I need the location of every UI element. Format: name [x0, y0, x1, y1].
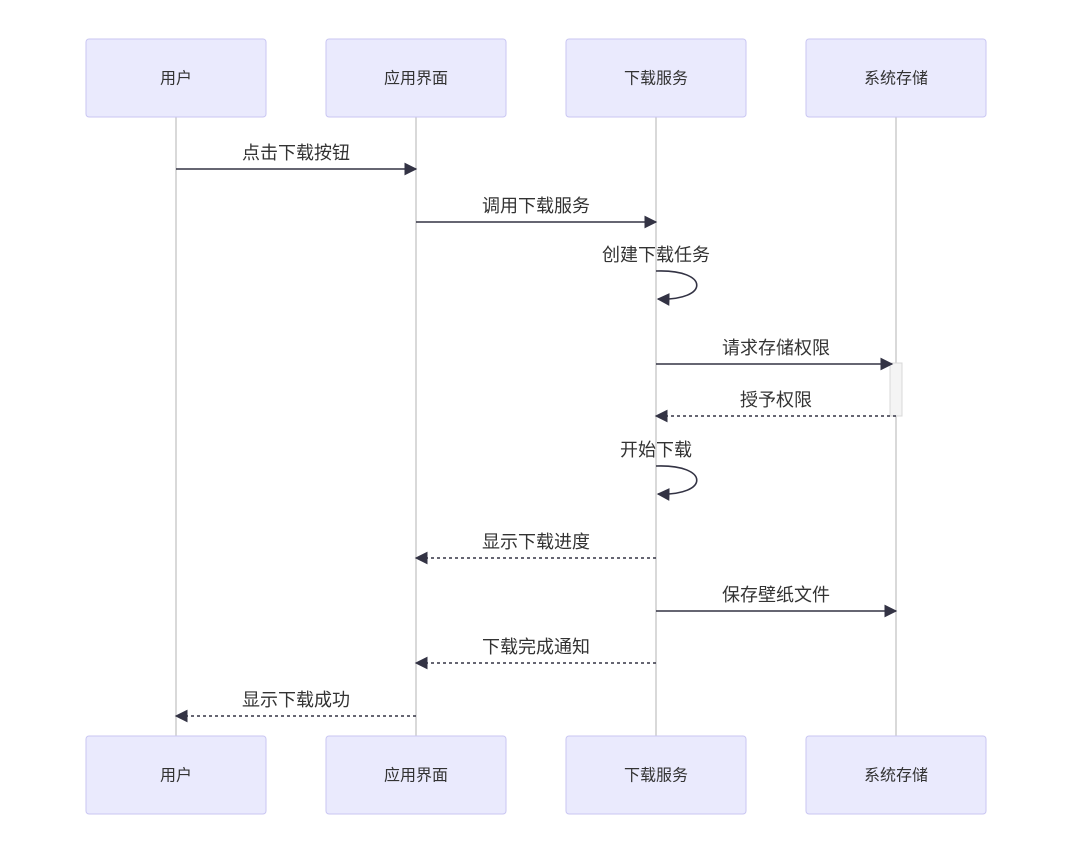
message-label: 开始下载 [620, 440, 692, 461]
message-5: 授予权限 [654, 390, 896, 423]
self-loop-arrow [655, 270, 698, 306]
actors-top: 用户 应用界面 下载服务 系统存储 [85, 38, 987, 118]
actor-box [565, 735, 747, 815]
message-label: 创建下载任务 [602, 245, 710, 266]
actor-label: 系统存储 [864, 69, 928, 88]
actor-box [85, 735, 267, 815]
actor-box [85, 38, 267, 118]
message-label: 下载完成通知 [482, 637, 590, 658]
actor-box [805, 735, 987, 815]
actors-bottom: 用户 应用界面 下载服务 系统存储 [85, 735, 987, 815]
actor-user-bottom: 用户 [85, 735, 267, 815]
actor-box [325, 38, 507, 118]
message-7: 显示下载进度 [414, 532, 656, 565]
message-label: 授予权限 [740, 390, 812, 411]
actor-storage-top: 系统存储 [805, 38, 987, 118]
actor-label: 系统存储 [864, 766, 928, 785]
actor-label: 下载服务 [624, 69, 688, 88]
actor-ui-top: 应用界面 [325, 38, 507, 118]
actor-box [565, 38, 747, 118]
actor-label: 应用界面 [384, 69, 448, 88]
message-4: 请求存储权限 [656, 338, 894, 371]
activation-bar-storage [889, 362, 903, 417]
messages: 点击下载按钮调用下载服务创建下载任务请求存储权限授予权限开始下载显示下载进度保存… [174, 143, 898, 723]
message-8: 保存壁纸文件 [656, 585, 898, 618]
message-9: 下载完成通知 [414, 637, 656, 670]
message-1: 点击下载按钮 [176, 143, 418, 176]
actor-label: 应用界面 [384, 766, 448, 785]
activation-bars [889, 362, 903, 417]
actor-label: 下载服务 [624, 766, 688, 785]
message-6: 开始下载 [620, 440, 698, 501]
self-loop-arrow [655, 465, 698, 501]
message-10: 显示下载成功 [174, 690, 416, 723]
message-3: 创建下载任务 [602, 245, 710, 306]
actor-box [325, 735, 507, 815]
actor-service-top: 下载服务 [565, 38, 747, 118]
actor-user-top: 用户 [85, 38, 267, 118]
message-label: 显示下载进度 [482, 532, 590, 553]
actor-box [805, 38, 987, 118]
actor-storage-bottom: 系统存储 [805, 735, 987, 815]
message-label: 请求存储权限 [722, 338, 830, 359]
message-label: 保存壁纸文件 [722, 585, 830, 606]
message-2: 调用下载服务 [416, 196, 658, 229]
actor-label: 用户 [160, 69, 192, 88]
message-label: 调用下载服务 [482, 196, 590, 217]
message-label: 显示下载成功 [242, 690, 350, 711]
actor-ui-bottom: 应用界面 [325, 735, 507, 815]
message-label: 点击下载按钮 [242, 143, 350, 164]
actor-service-bottom: 下载服务 [565, 735, 747, 815]
actor-label: 用户 [160, 766, 192, 785]
